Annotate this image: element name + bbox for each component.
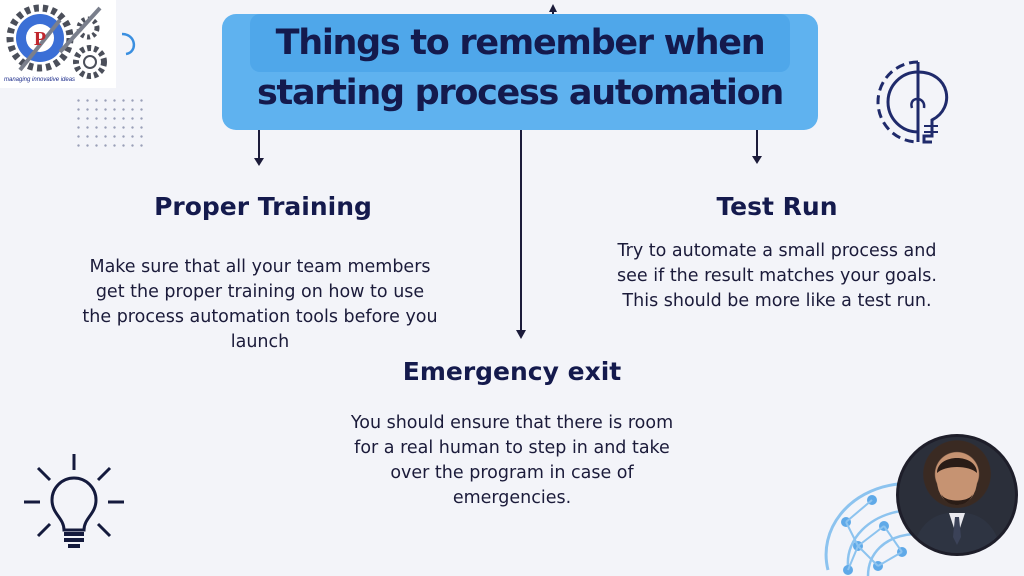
- title-line-1: Things to remember when: [275, 23, 766, 63]
- test-run-text: Try to automate a small process and see …: [617, 241, 937, 311]
- logo-monogram: P: [34, 28, 46, 50]
- title-banner-tab: [250, 14, 790, 72]
- swirl-decoration-icon: [121, 32, 135, 56]
- test-run-heading: Test Run: [716, 192, 838, 221]
- presenter-photo-icon: [913, 457, 1001, 553]
- proper-training-heading: Proper Training: [154, 192, 372, 221]
- logo-tagline: managing innovative ideas: [4, 77, 76, 83]
- presenter-avatar: [896, 434, 1018, 556]
- gear-map-logo-icon: P: [6, 4, 107, 79]
- gear-lightbulb-icon: [876, 60, 949, 144]
- title-line-2: starting process automation: [256, 73, 784, 113]
- page-title: Things to remember when starting process…: [222, 18, 818, 118]
- company-logo: P managing innovative ideas: [0, 0, 116, 88]
- lightbulb-icon: [24, 454, 124, 548]
- emergency-exit-text: You should ensure that there is room for…: [350, 413, 674, 508]
- proper-training-text: Make sure that all your team members get…: [82, 257, 438, 352]
- emergency-exit-heading: Emergency exit: [402, 357, 622, 386]
- dot-grid-decoration: [74, 96, 144, 152]
